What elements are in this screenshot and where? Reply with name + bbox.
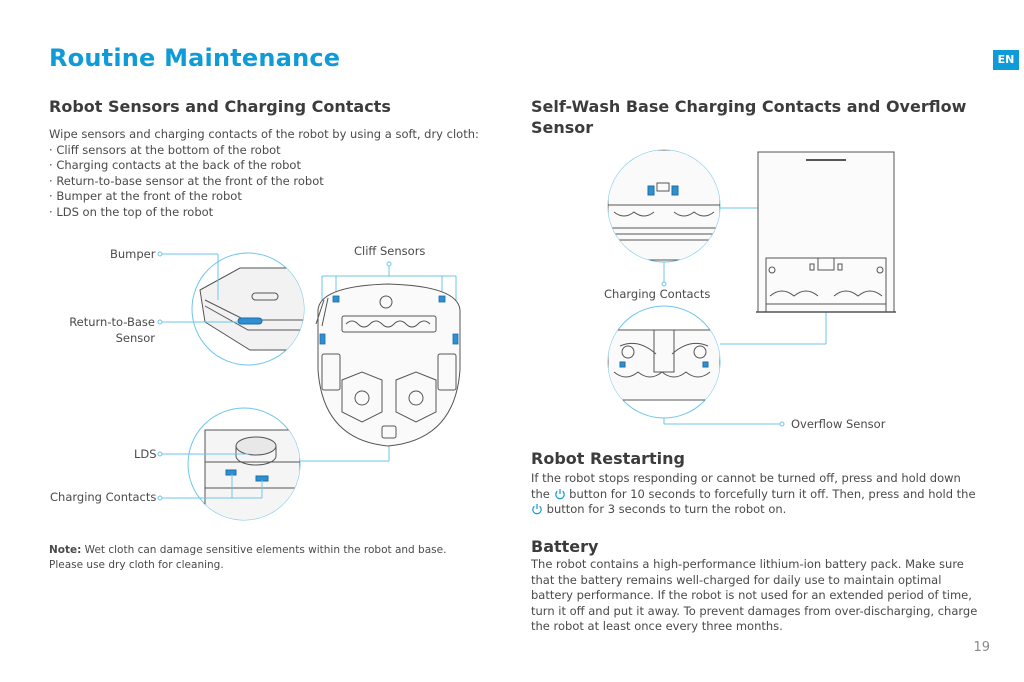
- base-contacts-circle: [607, 149, 721, 263]
- lds-detail-circle: [187, 407, 301, 521]
- base-contacts-drawing: [608, 150, 720, 261]
- overflow-sensor-label: Overflow Sensor: [791, 417, 886, 431]
- bumper-detail-circle: [191, 252, 305, 366]
- self-wash-base-drawing: [756, 151, 896, 313]
- base-contacts-callout: [661, 205, 839, 427]
- page-number: 19: [973, 640, 990, 655]
- language-badge: EN: [993, 50, 1019, 70]
- list-item: Bumper at the front of the robot: [49, 189, 509, 205]
- overflow-sensor-drawing: [608, 329, 720, 401]
- cliff-sensor-markers: [319, 295, 459, 345]
- base-charging-contacts-label: Charging Contacts: [604, 287, 711, 301]
- list-item: LDS on the top of the robot: [49, 205, 509, 221]
- overflow-sensor-circle: [607, 305, 721, 419]
- robot-restarting-heading: Robot Restarting: [531, 449, 685, 468]
- return-to-base-label: Return-to-Base Sensor: [69, 315, 155, 345]
- robot-sensors-heading: Robot Sensors and Charging Contacts: [49, 97, 391, 116]
- robot-sensors-intro: Wipe sensors and charging contacts of th…: [49, 127, 479, 141]
- battery-heading: Battery: [531, 537, 599, 556]
- note-label: Note:: [49, 544, 82, 556]
- note: Note: Wet cloth can damage sensitive ele…: [49, 544, 447, 571]
- self-wash-base-heading: Self-Wash Base Charging Contacts and Ove…: [531, 97, 967, 137]
- power-icon: [554, 488, 565, 499]
- lds-label: LDS: [134, 447, 157, 461]
- robot-sensors-list: Cliff sensors at the bottom of the robot…: [49, 143, 509, 221]
- list-item: Return-to-base sensor at the front of th…: [49, 174, 509, 190]
- bumper-detail-drawing: [199, 267, 304, 351]
- bumper-label: Bumper: [110, 247, 156, 261]
- list-item: Cliff sensors at the bottom of the robot: [49, 143, 509, 159]
- lds-detail-drawing: [204, 429, 300, 520]
- robot-bottom-view: [315, 283, 461, 447]
- robot-restarting-text: If the robot stops responding or cannot …: [531, 471, 976, 516]
- battery-text: The robot contains a high-performance li…: [531, 557, 978, 633]
- cliff-sensors-label: Cliff Sensors: [354, 244, 426, 258]
- robot-charging-contacts-label: Charging Contacts: [50, 490, 157, 504]
- list-item: Charging contacts at the back of the rob…: [49, 158, 509, 174]
- power-icon: [532, 504, 542, 515]
- left-callout-lines: [157, 251, 457, 501]
- page-title: Routine Maintenance: [49, 44, 341, 72]
- robot-sensors-text: Wipe sensors and charging contacts of th…: [49, 127, 509, 220]
